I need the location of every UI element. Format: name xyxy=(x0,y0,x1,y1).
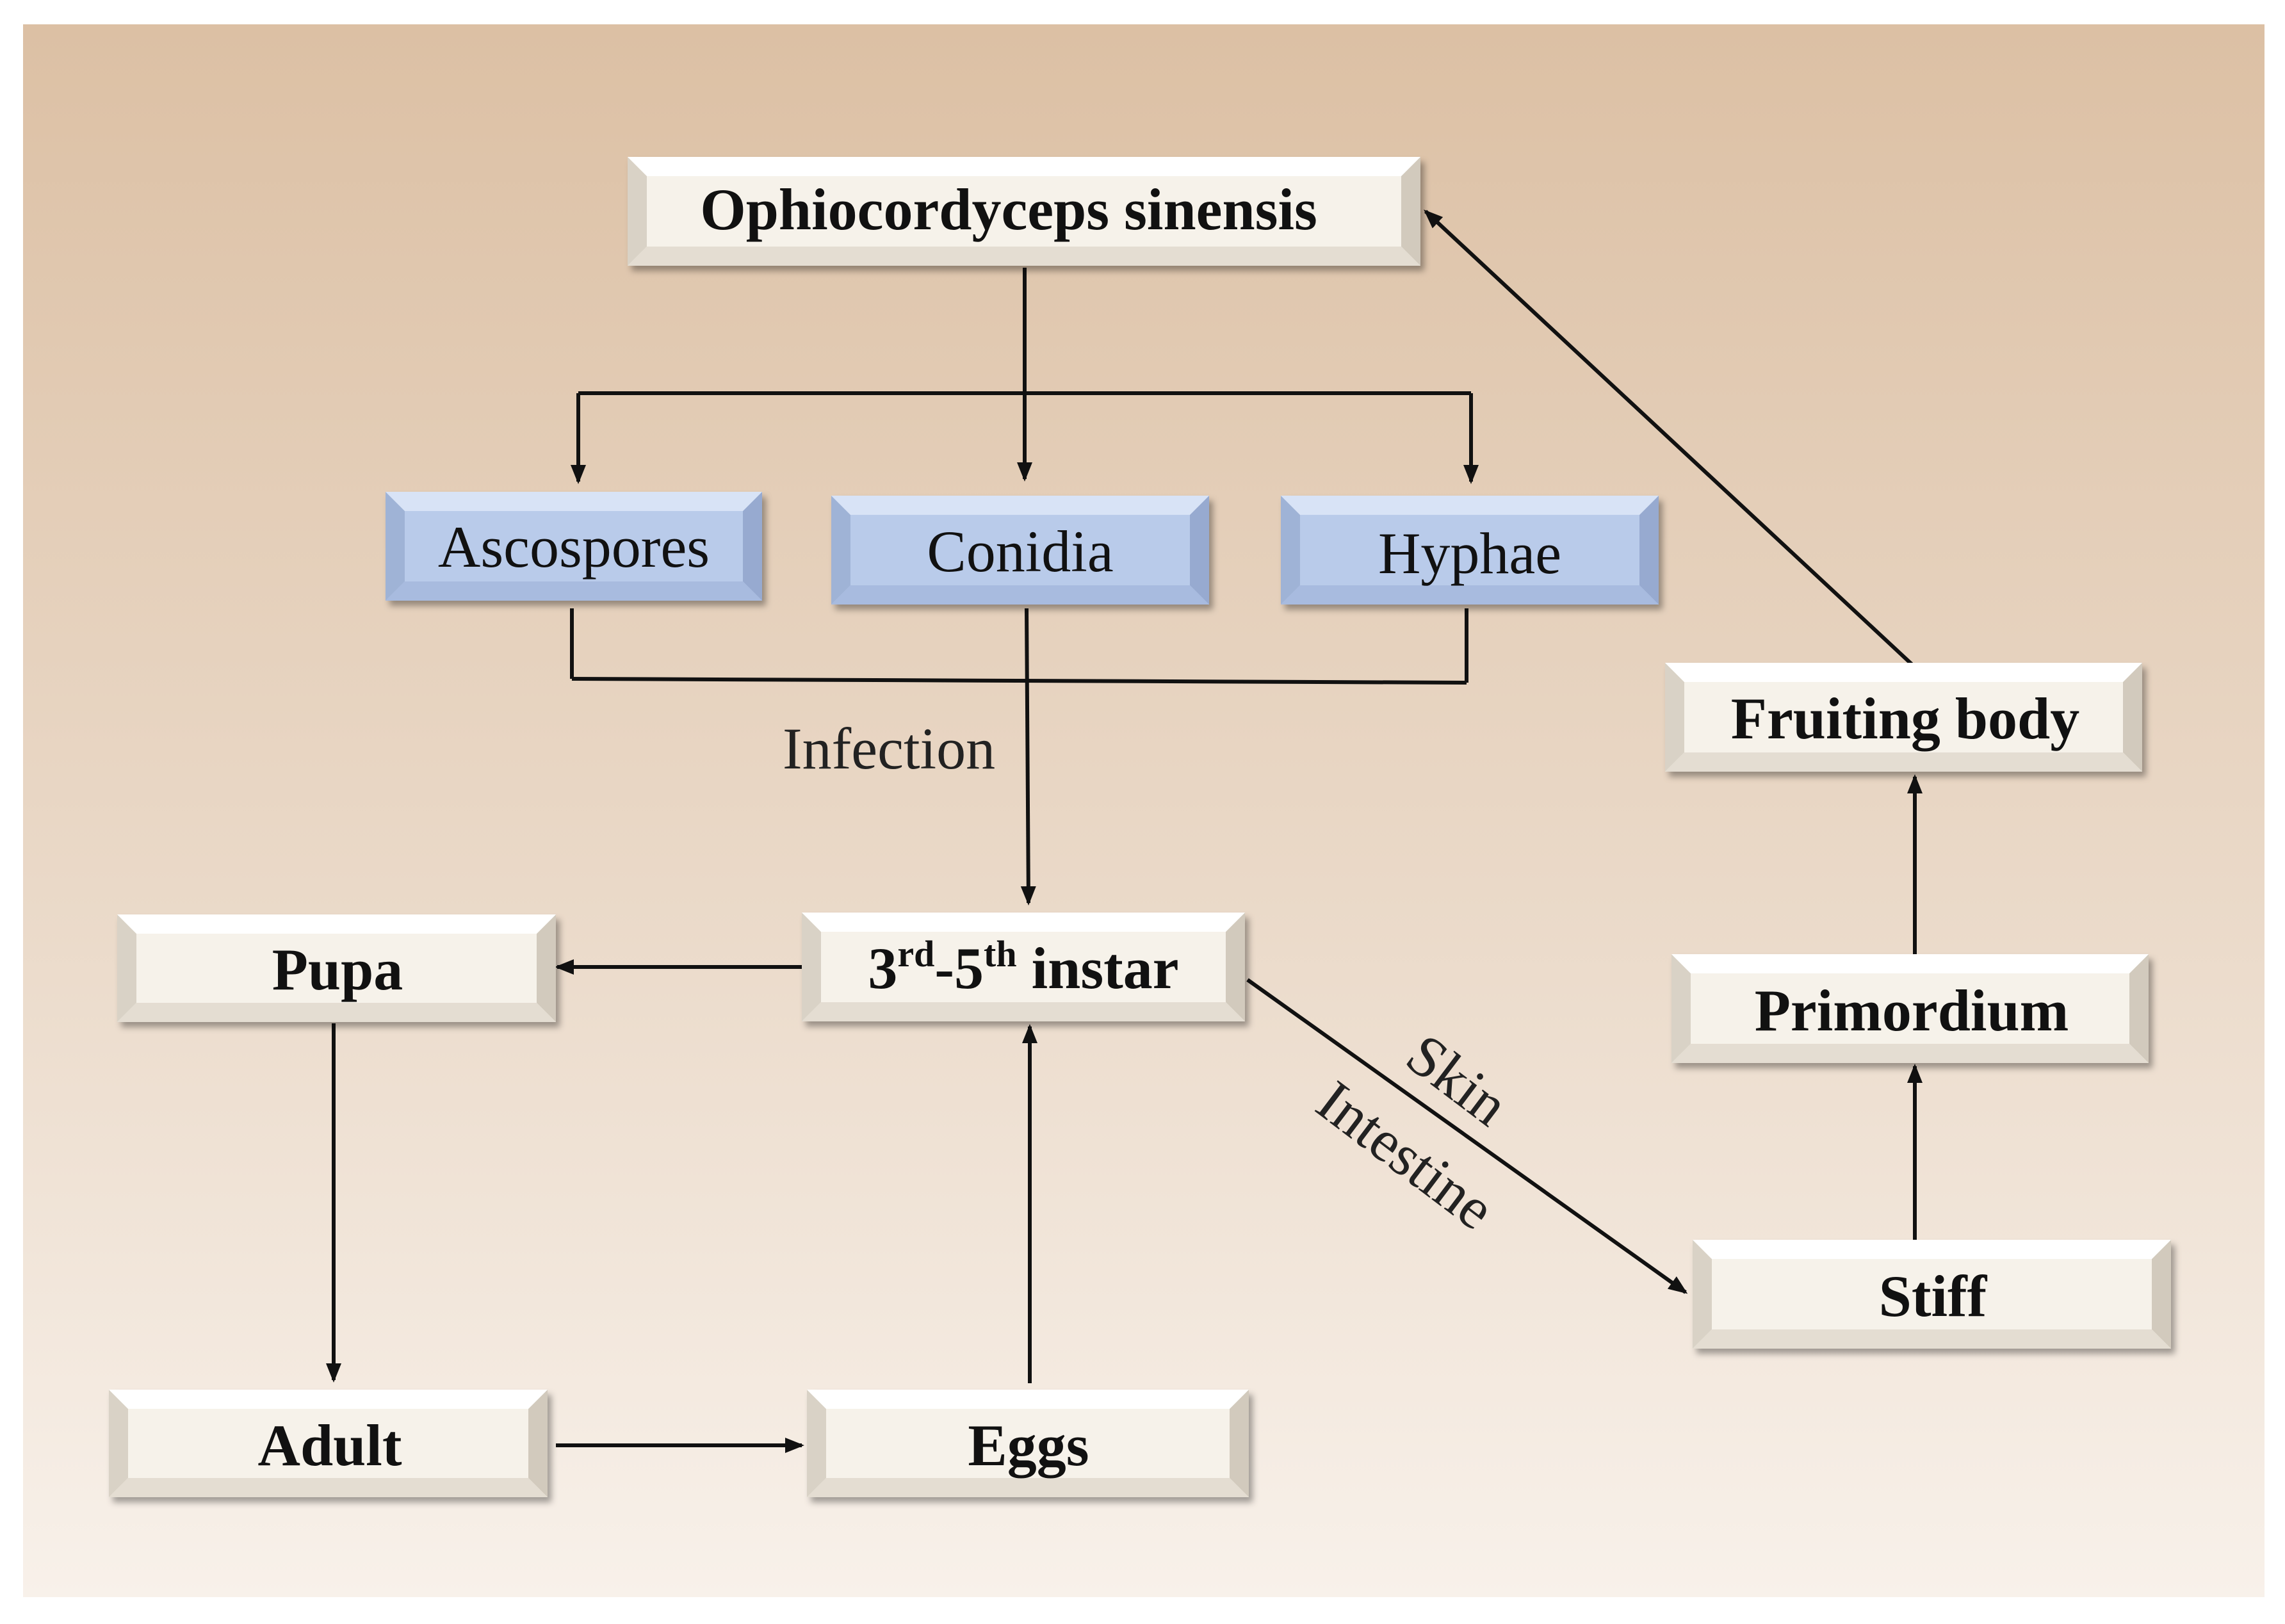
label-instar: 3rd-5th instar xyxy=(868,933,1178,1001)
label-ascospores: Ascospores xyxy=(438,514,710,580)
label-eggs: Eggs xyxy=(968,1413,1089,1478)
connectors xyxy=(326,209,1923,1453)
label-stiff: Stiff xyxy=(1879,1263,1988,1329)
label-hyphae: Hyphae xyxy=(1378,521,1561,586)
arrow-instar-to-stiff xyxy=(1246,978,1688,1294)
node-ophiocordyceps xyxy=(628,157,1420,266)
edge-label-infection: Infection xyxy=(783,716,995,781)
instar-word: instar xyxy=(1017,936,1179,1001)
label-ophiocordyceps: Ophiocordyceps sinensis xyxy=(700,177,1317,242)
label-adult: Adult xyxy=(258,1413,402,1478)
instar-sup-th: th xyxy=(984,933,1017,975)
node-eggs xyxy=(807,1390,1249,1497)
node-fruiting-body xyxy=(1665,663,2142,772)
instar-number-end: -5 xyxy=(934,936,984,1001)
label-conidia: Conidia xyxy=(927,519,1113,584)
arrow-fruiting-to-ophiocordyceps xyxy=(1424,209,1914,666)
label-fruiting-body: Fruiting body xyxy=(1731,686,2079,751)
node-adult xyxy=(109,1390,548,1497)
node-stiff xyxy=(1693,1240,2171,1349)
label-primordium: Primordium xyxy=(1755,978,2069,1043)
node-conidia xyxy=(831,496,1209,605)
arrow-infection xyxy=(1020,608,1036,905)
node-pupa xyxy=(117,914,556,1022)
instar-number-start: 3 xyxy=(868,936,897,1001)
node-ascospores xyxy=(386,492,762,601)
node-instar xyxy=(802,913,1245,1021)
label-pupa: Pupa xyxy=(272,937,403,1002)
node-hyphae xyxy=(1281,496,1659,605)
instar-sup-rd: rd xyxy=(897,933,934,975)
node-primordium xyxy=(1671,954,2149,1063)
merge-bar xyxy=(571,677,1467,685)
